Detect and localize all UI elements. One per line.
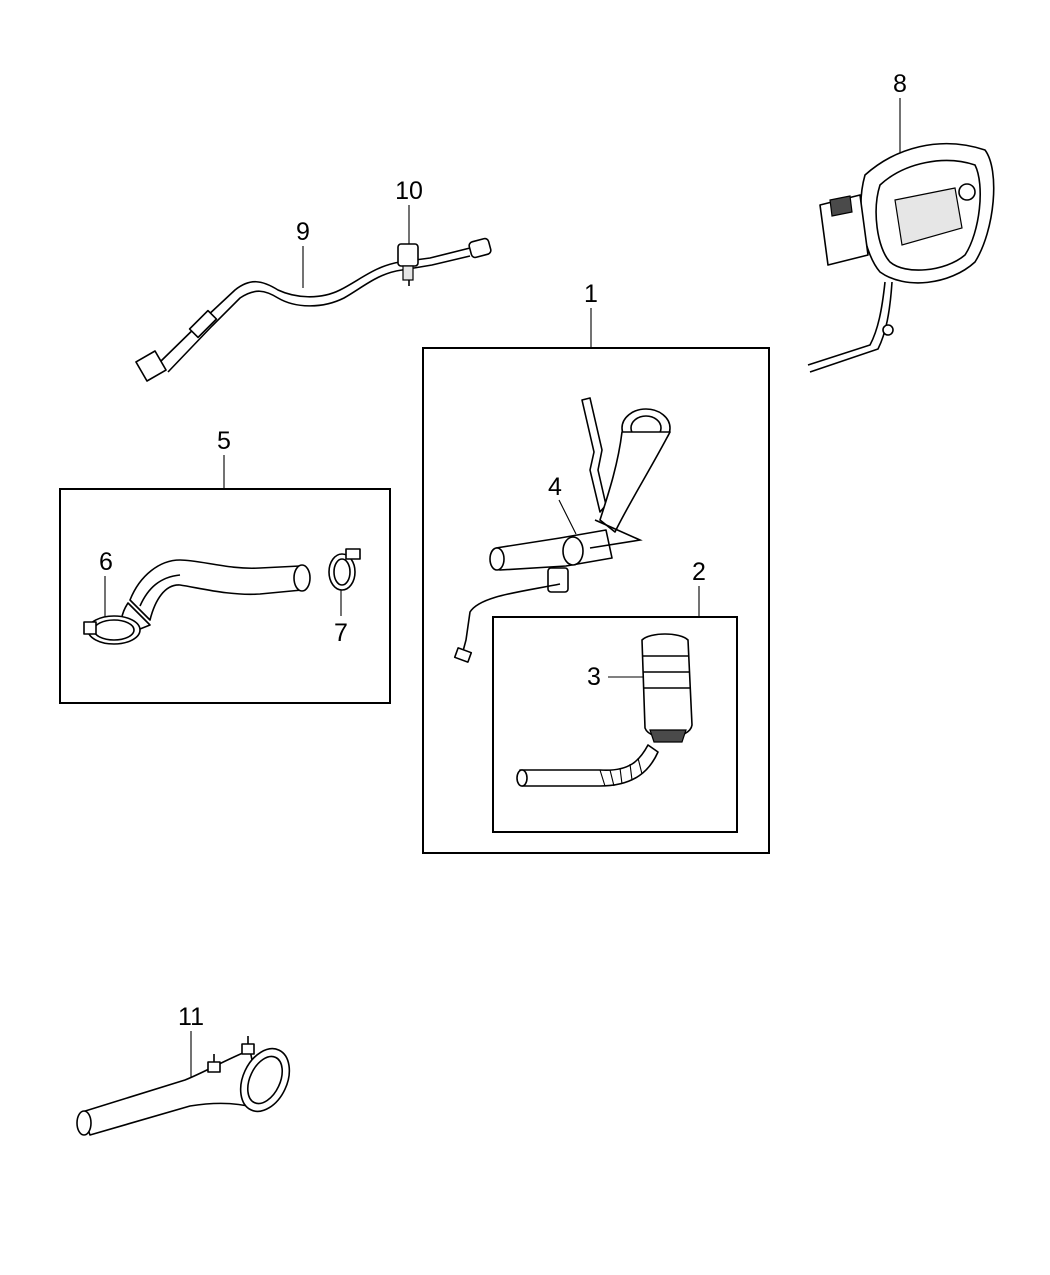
- callout-1: 1: [584, 280, 598, 308]
- clamp-part-6: [83, 615, 141, 645]
- callout-2: 2: [692, 558, 706, 586]
- callout-11: 11: [178, 1003, 204, 1031]
- assembly-box-5: [59, 488, 391, 704]
- filler-neck-part-1: [453, 397, 671, 663]
- callout-3: 3: [587, 663, 601, 691]
- clamp-part-7: [328, 548, 361, 591]
- vapor-line-part-9: [135, 237, 492, 382]
- leader-lines: [104, 98, 901, 1078]
- assembly-box-1: [422, 347, 770, 854]
- callout-9: 9: [296, 218, 310, 246]
- callout-4: 4: [548, 473, 562, 501]
- callout-7: 7: [334, 619, 348, 647]
- callout-10: 10: [395, 177, 423, 205]
- callout-5: 5: [217, 427, 231, 455]
- callout-labels: 1 2 3 4 5 6 7 8 9 10 11: [99, 70, 907, 1031]
- filler-pipe-part-11: [76, 1036, 291, 1136]
- sensor-part-10: [397, 243, 419, 286]
- callout-6: 6: [99, 548, 113, 576]
- callout-8: 8: [893, 70, 907, 98]
- canister-part-3: [516, 633, 693, 787]
- fuel-door-housing-part-8: [807, 142, 995, 373]
- filler-hose-part-5: [120, 559, 311, 636]
- assembly-box-2: [492, 616, 738, 833]
